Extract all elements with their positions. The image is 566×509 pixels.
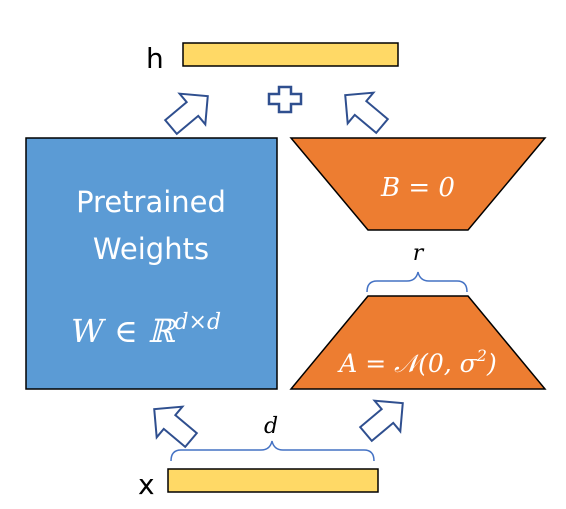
matrix-a-formula-end: ) — [486, 349, 497, 378]
matrix-a-formula-exponent: 2 — [476, 346, 487, 365]
pretrained-formula: W ∈ ℝd×d — [71, 310, 221, 350]
output-label: h — [146, 42, 164, 75]
input-vector — [167, 468, 379, 493]
arrow-lora-to-output-icon — [344, 91, 390, 135]
pretrained-formula-base: W ∈ ℝ — [71, 312, 177, 350]
dimension-label: d — [264, 414, 278, 439]
pretrained-title-line1: Pretrained — [76, 185, 226, 219]
pretrained-formula-exponent: d×d — [174, 310, 221, 335]
matrix-a-formula-main: A = 𝒩(0, σ — [337, 349, 477, 378]
pretrained-weights-block — [25, 137, 278, 390]
arrow-input-to-pretrained-icon — [153, 405, 199, 449]
arrow-pretrained-to-output-icon — [163, 92, 209, 136]
rank-brace — [366, 271, 468, 293]
matrix-a-formula: A = 𝒩(0, σ2) — [337, 346, 496, 378]
dimension-brace — [170, 440, 375, 462]
matrix-b-block — [289, 137, 547, 231]
arrow-input-to-lora-icon — [358, 399, 404, 443]
matrix-a-block — [289, 295, 547, 390]
output-vector — [182, 42, 399, 67]
matrix-b-formula: B = 0 — [380, 173, 455, 203]
pretrained-title-line2: Weights — [93, 232, 209, 266]
input-label: x — [138, 468, 155, 501]
rank-label: r — [413, 241, 425, 266]
plus-icon — [267, 85, 303, 114]
